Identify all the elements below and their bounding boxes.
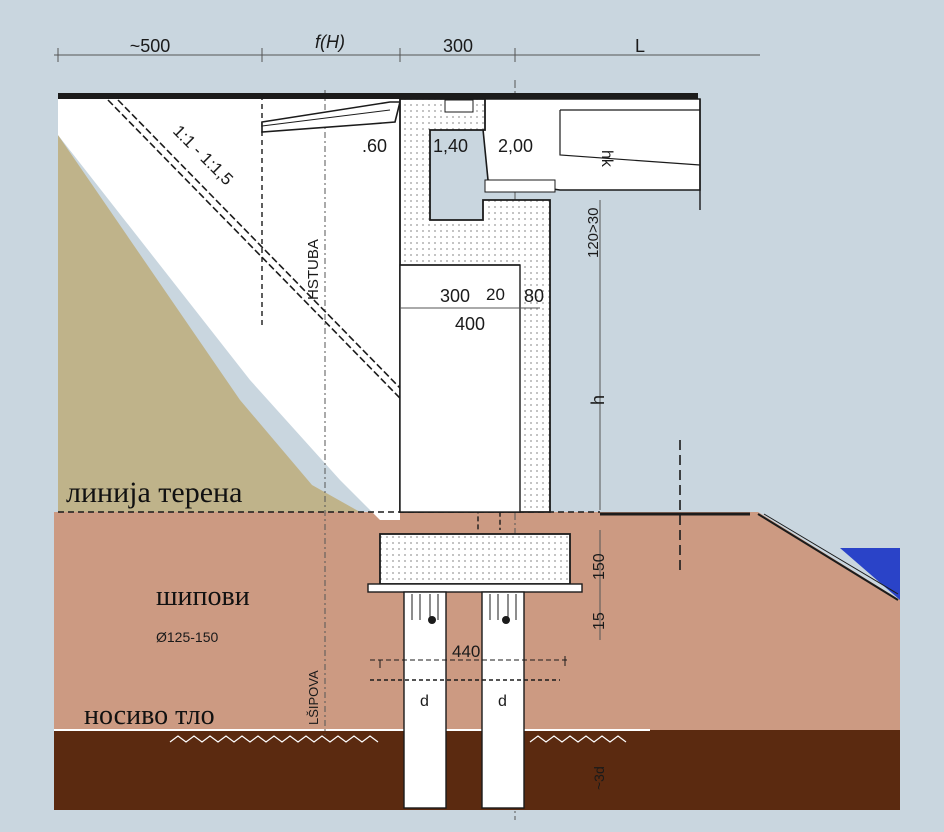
pile-d-left: d [420, 693, 429, 710]
embed-depth: ~3d [591, 766, 607, 790]
terrain-line-label: линија терена [66, 476, 242, 509]
pile-d-right: d [498, 693, 507, 710]
wall-dim-400: 400 [455, 314, 485, 334]
wall-dim-80: 80 [524, 286, 544, 306]
cap-lower-15: 15 [591, 612, 608, 630]
backfill-wedge [58, 95, 400, 520]
bearing-dim-a: .60 [362, 136, 387, 156]
dim-500: ~500 [130, 36, 171, 56]
dim-fh: f(H) [315, 32, 345, 52]
column-height-label: HSTUBA [305, 239, 322, 300]
cap-height-150: 150 [591, 553, 608, 580]
h-label: h [588, 395, 608, 405]
wall-dim-300: 300 [440, 286, 470, 306]
pile-cap [379, 533, 571, 585]
pile-right [481, 591, 525, 809]
wall-dim-20: 20 [486, 285, 505, 304]
pile-length-label: LŠIPOVA [306, 670, 321, 725]
pile-spacing-440: 440 [452, 642, 480, 661]
pile-left [403, 591, 447, 809]
gap-dim: 120>30 [585, 208, 602, 258]
water [840, 548, 900, 600]
girder [479, 98, 701, 191]
bearing-soil-label: носиво тло [84, 700, 215, 731]
bearing-soil-layer [54, 730, 900, 810]
girder-height-label: hk [598, 150, 615, 168]
bearing-dim-b: 1,40 [433, 136, 468, 156]
embankment [58, 135, 360, 512]
dim-300: 300 [443, 36, 473, 56]
bearing-dim-c: 2,00 [498, 136, 533, 156]
dim-l: L [635, 36, 645, 56]
piles-label: шипови [156, 581, 250, 612]
pile-diameter: Ø125-150 [156, 629, 218, 645]
